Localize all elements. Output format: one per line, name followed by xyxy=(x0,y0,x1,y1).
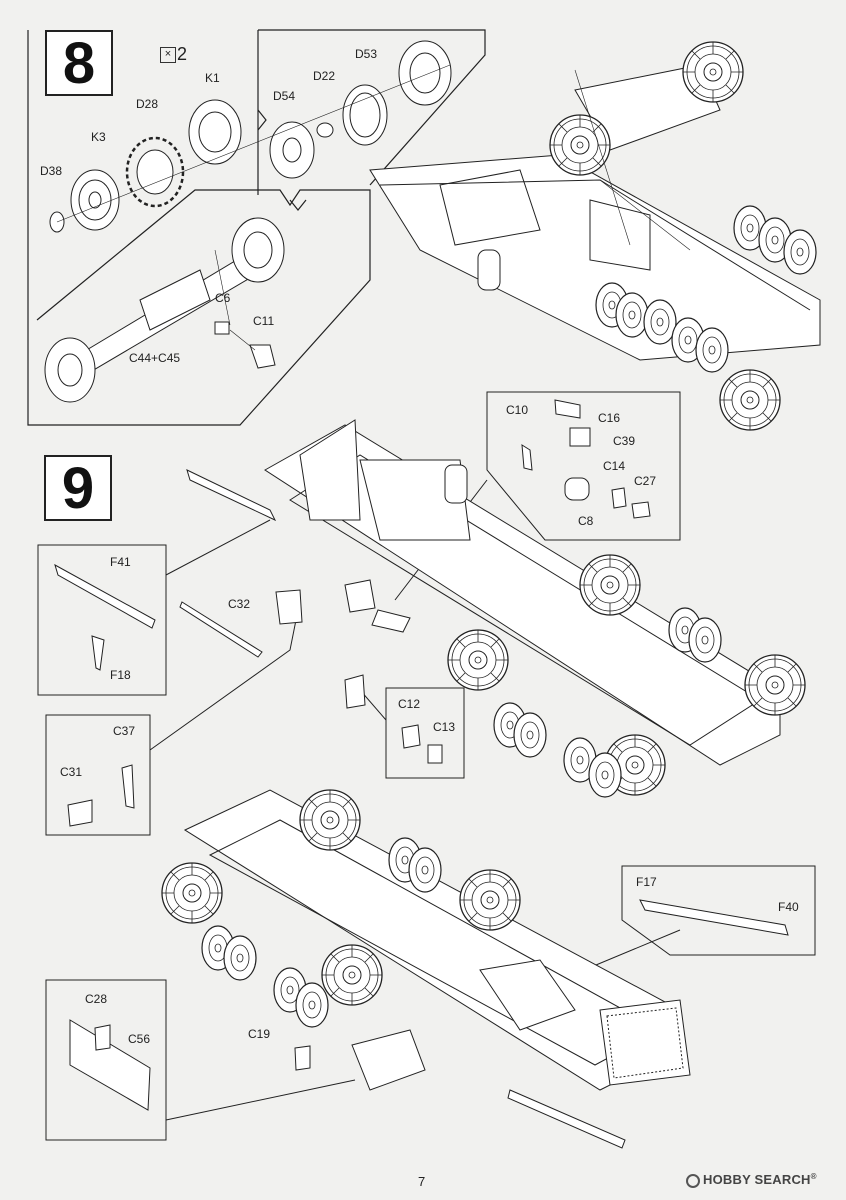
part-label-c13: C13 xyxy=(433,720,456,734)
part-label-d28: D28 xyxy=(136,97,159,111)
multiply-icon: × xyxy=(160,47,176,64)
part-label-d38: D38 xyxy=(40,164,63,178)
part-label-c44c45: C44+C45 xyxy=(129,351,181,365)
page-number: 7 xyxy=(418,1174,426,1189)
part-label-c11: C11 xyxy=(253,314,275,328)
part-label-k3: K3 xyxy=(91,130,106,144)
part-label-c19: C19 xyxy=(248,1027,271,1041)
part-label-c10: C10 xyxy=(506,403,529,417)
part-label-f40: F40 xyxy=(778,900,799,914)
part-label-c56: C56 xyxy=(128,1032,151,1046)
part-label-c8: C8 xyxy=(578,514,594,528)
step-8-number: 8 xyxy=(45,30,113,96)
part-label-d53: D53 xyxy=(355,47,378,61)
part-label-c32: C32 xyxy=(228,597,251,611)
part-label-c14: C14 xyxy=(603,459,626,473)
part-label-c37: C37 xyxy=(113,724,136,738)
part-label-c6: C6 xyxy=(215,291,231,305)
quantity-value: 2 xyxy=(177,44,188,64)
step-9-number: 9 xyxy=(44,455,112,521)
part-label-k1: K1 xyxy=(205,71,220,85)
part-label-d54: D54 xyxy=(273,89,296,103)
part-label-c27: C27 xyxy=(634,474,657,488)
quantity-multiplier: ×2 xyxy=(160,44,187,65)
watermark-text: HOBBY SEARCH xyxy=(703,1172,811,1187)
part-label-d22: D22 xyxy=(313,69,336,83)
part-label-f18: F18 xyxy=(110,668,131,682)
part-label-c16: C16 xyxy=(598,411,621,425)
part-label-c12: C12 xyxy=(398,697,421,711)
part-label-c28: C28 xyxy=(85,992,108,1006)
watermark: HOBBY SEARCH® xyxy=(686,1172,817,1188)
part-label-c39: C39 xyxy=(613,434,636,448)
part-label-f17: F17 xyxy=(636,875,657,889)
hobby-search-logo-icon xyxy=(686,1173,700,1188)
part-label-f41: F41 xyxy=(110,555,131,569)
part-label-c31: C31 xyxy=(60,765,83,779)
